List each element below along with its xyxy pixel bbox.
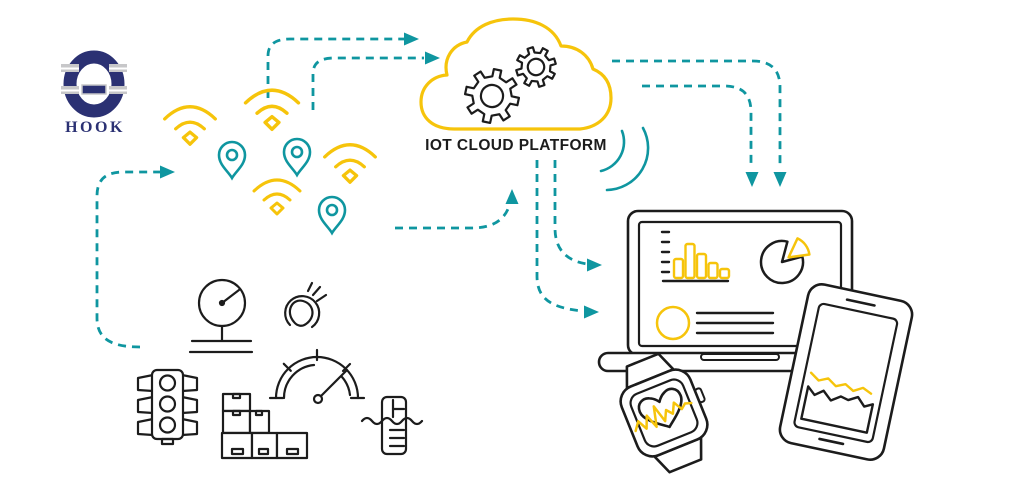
flow-arrowheads xyxy=(160,32,787,319)
location-pin-icon xyxy=(217,140,247,180)
arrowhead-right-icon xyxy=(587,258,602,272)
water-tank-icon xyxy=(360,395,424,456)
cloud-outline xyxy=(419,17,613,131)
arrowhead-right-icon xyxy=(404,32,419,46)
arrowhead-right-icon xyxy=(584,305,599,319)
heart-icon xyxy=(637,387,683,429)
laptop-summary-widget xyxy=(655,305,775,341)
tablet xyxy=(778,283,914,461)
arrow-devices-to-sensors xyxy=(95,170,160,349)
smartwatch xyxy=(619,352,709,474)
arrow-cloud-to-laptop-2 xyxy=(535,160,584,313)
laptop-bar-chart xyxy=(660,230,731,283)
ecg-line xyxy=(634,401,693,433)
flow-arrows xyxy=(95,37,782,349)
arrowhead-right-icon xyxy=(160,165,175,179)
arrow-sensors-to-cloud-1 xyxy=(266,37,404,98)
brand-logo: HOOK xyxy=(61,50,127,136)
logo-center-bar xyxy=(81,84,107,95)
laptop-trackpad-notch xyxy=(700,353,780,361)
laptop-bar-chart-bars xyxy=(672,242,731,280)
location-pin-icon xyxy=(282,137,312,177)
bar xyxy=(707,261,719,280)
signal-waves-icon xyxy=(599,126,650,192)
tablet-line-chart xyxy=(800,371,875,434)
iot-cloud: IOT CLOUD PLATFORM xyxy=(419,17,613,154)
traffic-light-icon xyxy=(136,368,199,446)
parcel-boxes-icon xyxy=(220,392,309,460)
brand-name: HOOK xyxy=(65,119,125,136)
bar xyxy=(695,252,708,280)
bar xyxy=(672,257,685,280)
arrow-sensors-to-cloud-3 xyxy=(395,202,512,230)
logo-ring xyxy=(63,50,125,118)
arrow-cloud-to-laptop-1 xyxy=(553,160,588,266)
pressure-gauge-icon xyxy=(188,278,254,354)
arrowhead-up-icon xyxy=(505,189,519,204)
tablet-home-bar xyxy=(818,437,845,446)
bar xyxy=(684,242,696,280)
tablet-speaker xyxy=(845,298,876,307)
tablet-screen xyxy=(793,302,899,444)
speedometer-icon xyxy=(268,348,366,405)
laptop-pie-chart xyxy=(759,237,811,285)
location-pin-icon xyxy=(317,195,347,235)
arrowhead-right-icon xyxy=(425,51,440,65)
arrow-sensors-to-cloud-2 xyxy=(311,56,424,110)
wifi-icon xyxy=(323,143,377,184)
arrow-cloud-to-displays-1 xyxy=(612,59,782,168)
wifi-icon xyxy=(243,88,301,132)
wifi-icon xyxy=(163,105,217,146)
arrowhead-down-icon xyxy=(773,172,787,187)
sensor-cluster xyxy=(163,88,377,235)
tablet-body xyxy=(778,283,914,461)
arrow-cloud-to-displays-2 xyxy=(642,84,753,168)
arrowhead-down-icon xyxy=(745,172,759,187)
eye-sensor-icon xyxy=(284,281,328,329)
field-devices xyxy=(136,278,424,460)
bar xyxy=(718,267,731,280)
wifi-icon xyxy=(252,178,302,216)
cloud-platform-label: IOT CLOUD PLATFORM xyxy=(425,137,607,154)
